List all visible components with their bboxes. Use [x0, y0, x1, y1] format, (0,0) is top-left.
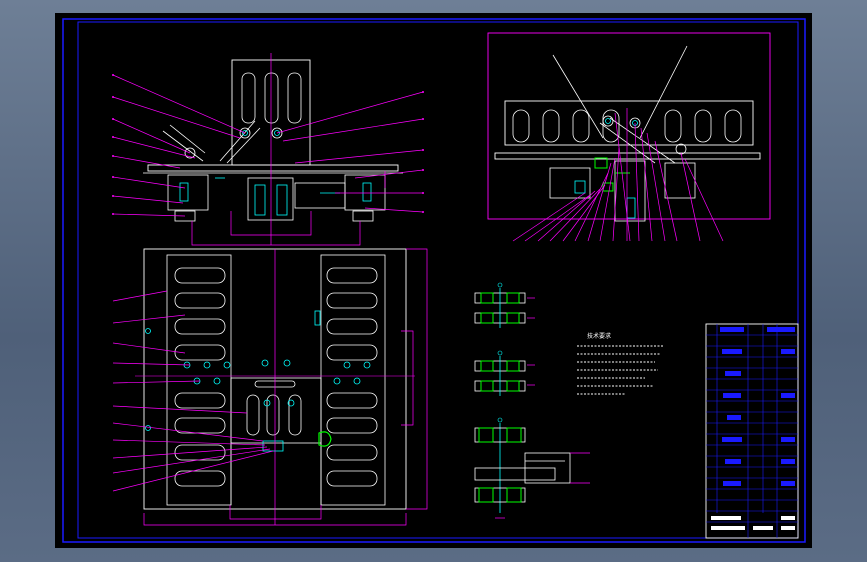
- side-view: [487, 32, 771, 242]
- drawing-sheet: 技术要求: [55, 13, 812, 548]
- title-block: [705, 323, 799, 539]
- front-view: [112, 53, 424, 246]
- detail-views: [474, 282, 590, 519]
- cad-drawing: 技术要求: [62, 18, 806, 543]
- technical-notes: 技术要求: [577, 332, 663, 395]
- inner-frame: [77, 21, 799, 539]
- outer-frame: [62, 18, 806, 543]
- plan-view: [112, 248, 428, 526]
- notes-title: 技术要求: [587, 332, 611, 340]
